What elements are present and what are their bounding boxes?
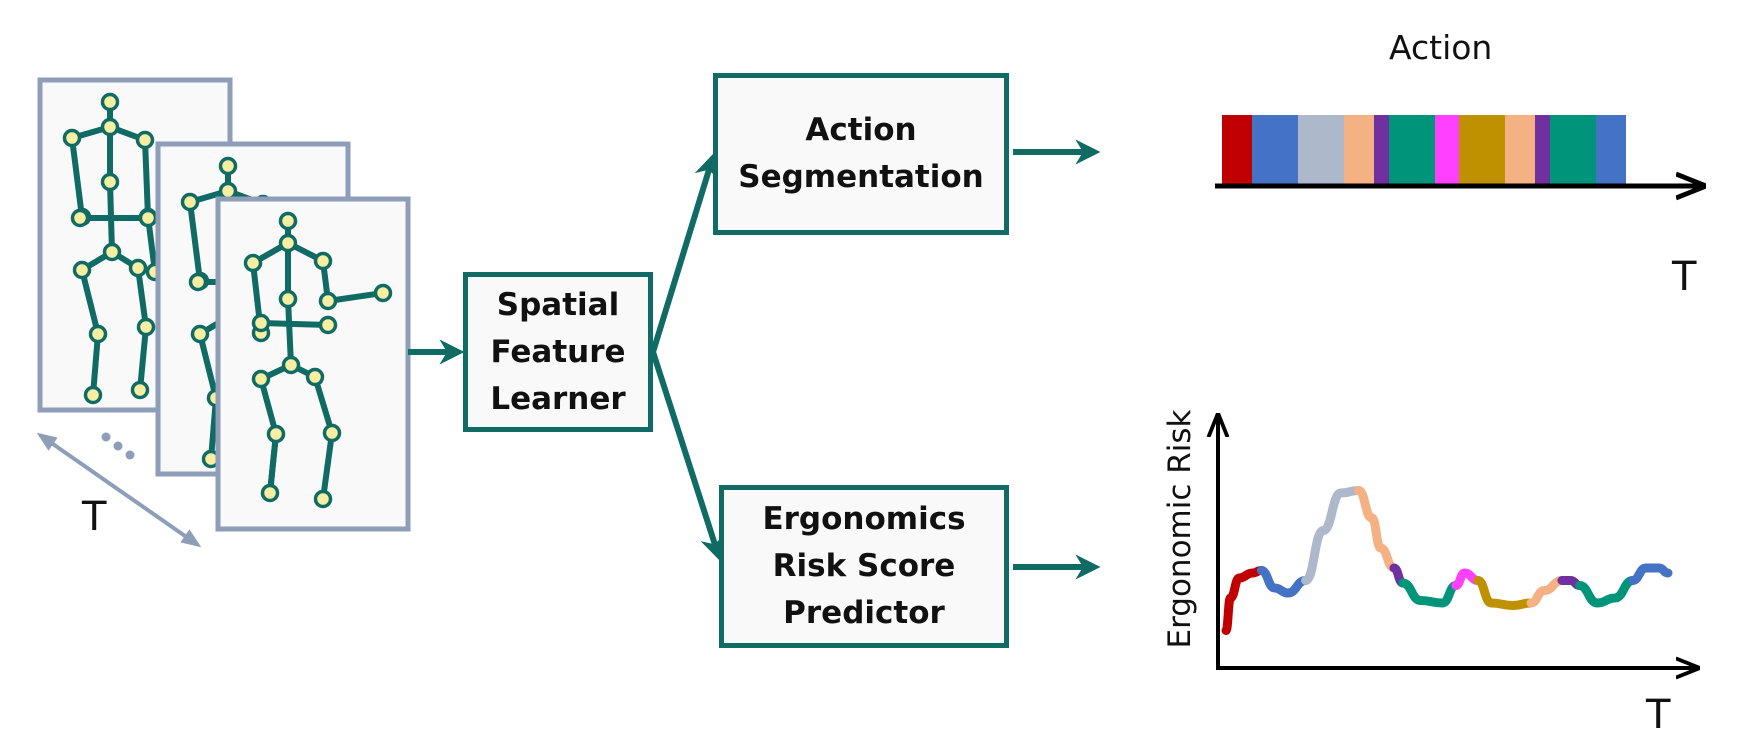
ellipsis-dots [101, 432, 135, 460]
flow-arrows [408, 139, 1101, 580]
risk-curve-segment-4 [1354, 486, 1399, 573]
risk-y-label: Ergonomic Risk [1162, 409, 1198, 649]
risk-curve [1221, 486, 1673, 635]
arrow-learner-to-predictor [650, 351, 725, 562]
risk-curve-segment-1 [1221, 566, 1266, 635]
action-segment-9 [1505, 115, 1535, 184]
risk-curve-segment-2 [1256, 566, 1311, 598]
action-segment-12 [1596, 115, 1626, 184]
risk-curve-segment-7 [1451, 568, 1483, 590]
risk-curve-segment-11 [1575, 576, 1638, 608]
action-segment-7 [1435, 115, 1459, 184]
block-line: Feature [490, 333, 626, 370]
action-segment-10 [1535, 115, 1550, 184]
risk-curve-segment-8 [1473, 576, 1536, 611]
frame-3 [215, 196, 411, 532]
action-segment-4 [1344, 115, 1374, 184]
ergonomics-risk-predictor-block: Ergonomics Risk Score Predictor [719, 485, 1009, 648]
action-output [1215, 115, 1700, 186]
block-line: Action [805, 112, 917, 148]
block-line: Segmentation [738, 159, 984, 195]
action-segment-bar [1222, 115, 1626, 184]
block-line: Learner [490, 380, 626, 417]
time-axis-arrow [36, 432, 202, 548]
spatial-feature-learner-block: Spatial Feature Learner [463, 272, 653, 432]
action-segment-6 [1389, 115, 1435, 184]
risk-curve-segment-12 [1628, 563, 1673, 585]
action-segment-1 [1222, 115, 1252, 184]
risk-curve-segment-9 [1526, 576, 1567, 608]
action-segment-3 [1298, 115, 1344, 184]
risk-curve-segment-6 [1398, 578, 1461, 608]
block-line: Ergonomics [762, 501, 966, 537]
input-time-label: T [82, 494, 107, 540]
risk-time-label: T [1646, 692, 1671, 738]
action-segment-8 [1459, 115, 1505, 184]
action-segmentation-block: Action Segmentation [713, 73, 1009, 235]
block-line: Risk Score [772, 548, 956, 584]
action-segment-2 [1252, 115, 1298, 184]
skeleton-1 [62, 92, 165, 405]
action-segment-11 [1550, 115, 1596, 184]
block-line: Predictor [783, 595, 945, 631]
arrow-learner-to-segmentation [650, 152, 719, 353]
action-time-label: T [1672, 254, 1697, 300]
skeleton-3 [243, 211, 393, 509]
action-segment-5 [1374, 115, 1389, 184]
risk-curve-segment-3 [1301, 486, 1364, 585]
risk-output [1216, 418, 1695, 668]
input-skeleton-sequence [36, 77, 411, 548]
action-title: Action [1389, 28, 1493, 67]
block-line: Spatial [496, 286, 620, 323]
